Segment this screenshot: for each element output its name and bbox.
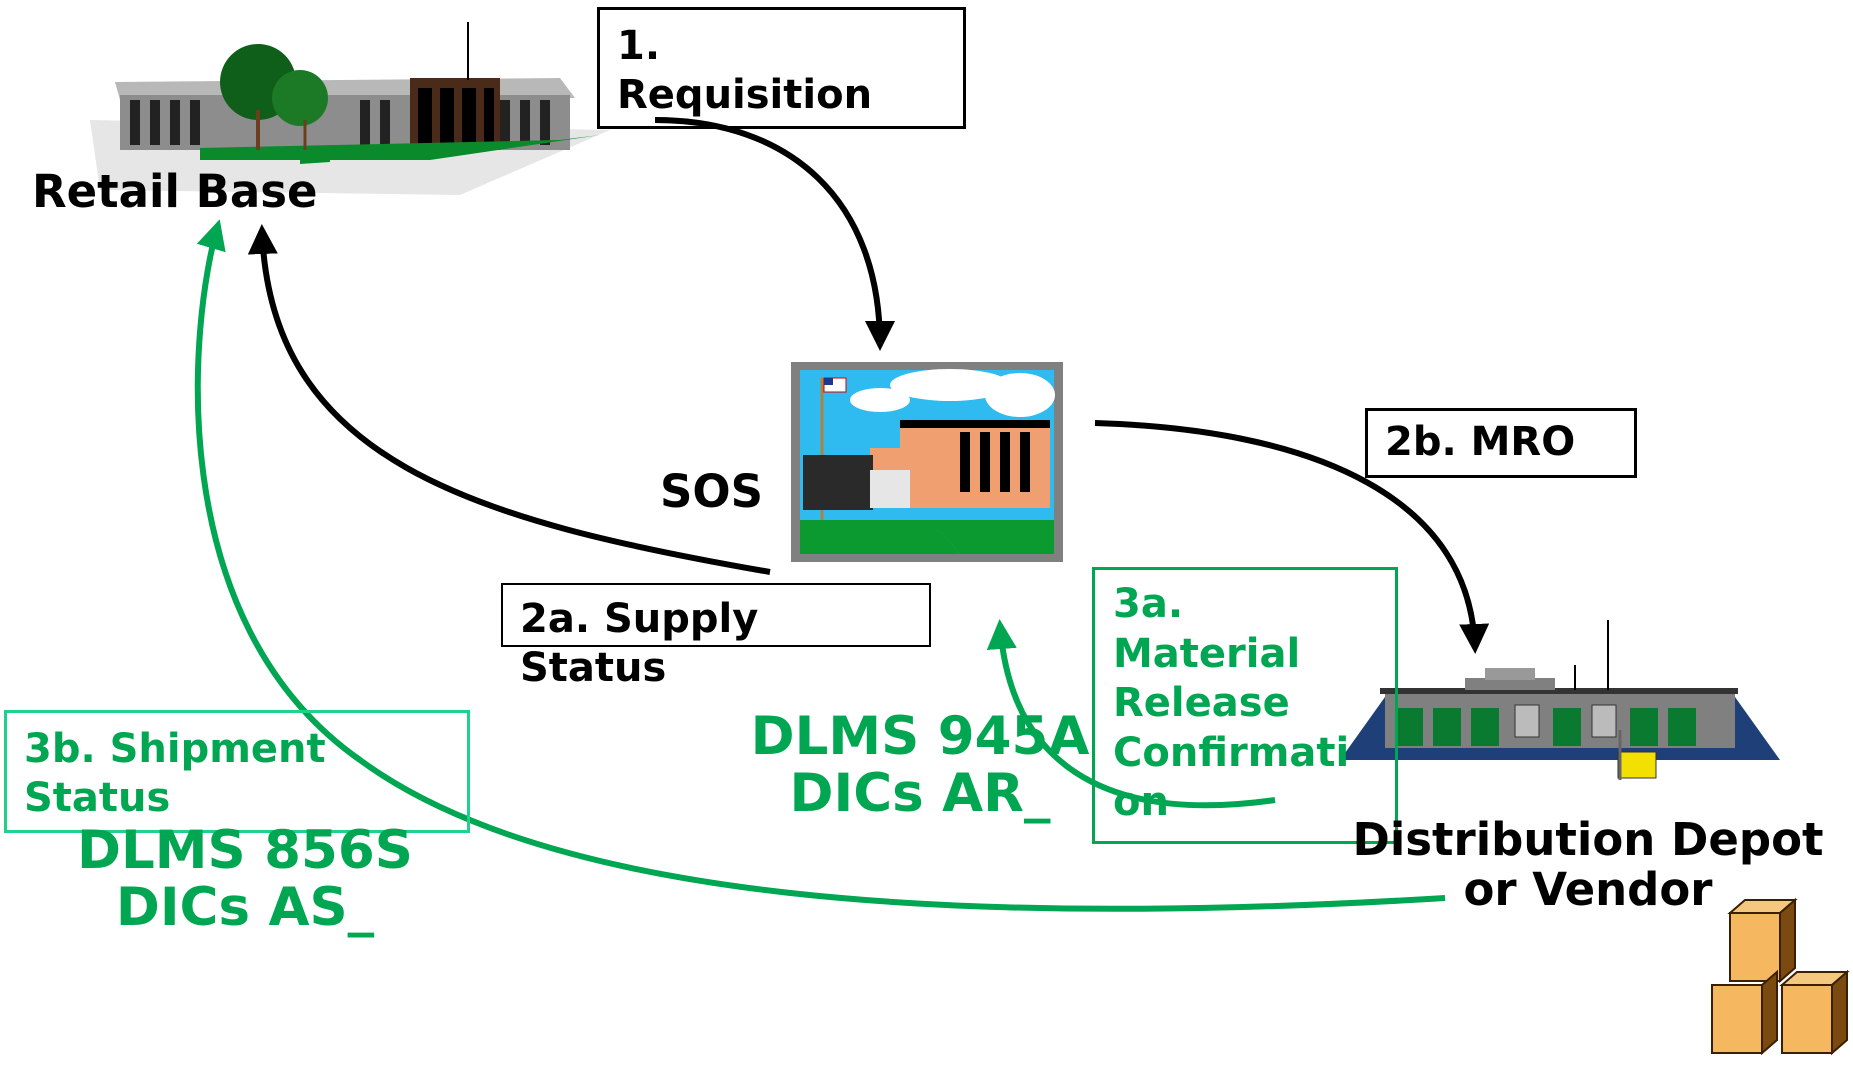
warehouse-trucks-icon <box>1340 620 1780 780</box>
dlms-945a-label: DLMS 945A DICs AR_ <box>750 706 1090 825</box>
supply-status-box <box>501 583 931 647</box>
retail-base-label: Retail Base <box>32 165 318 218</box>
school-building-flag-icon <box>791 362 1063 562</box>
depot-label: Distribution Depot or Vendor <box>1352 813 1824 916</box>
mro-label: 2b. MRO <box>1385 419 1576 465</box>
requisition-label: 1. Requisition <box>617 23 873 118</box>
stacked-boxes-icon <box>1711 897 1850 1056</box>
material-release-label: 3a. Material Release Confirmati on <box>1113 581 1350 826</box>
dlms-856s-label: DLMS 856S DICs AS_ <box>77 820 413 939</box>
shipment-status-box <box>4 710 470 833</box>
supply-status-label: 2a. Supply Status <box>520 596 759 691</box>
shipment-status-arrow <box>194 219 1446 912</box>
office-building-icon <box>90 22 610 195</box>
mro-box <box>1365 408 1637 478</box>
requisition-arrow <box>654 117 895 351</box>
supply-status-arrow <box>247 224 771 575</box>
material-release-arrow <box>986 619 1276 809</box>
shipment-status-label: 3b. Shipment Status <box>24 726 326 821</box>
mro-arrow <box>1094 420 1490 654</box>
sos-label: SOS <box>660 465 764 518</box>
material-release-box <box>1092 567 1398 844</box>
requisition-box <box>597 7 966 129</box>
